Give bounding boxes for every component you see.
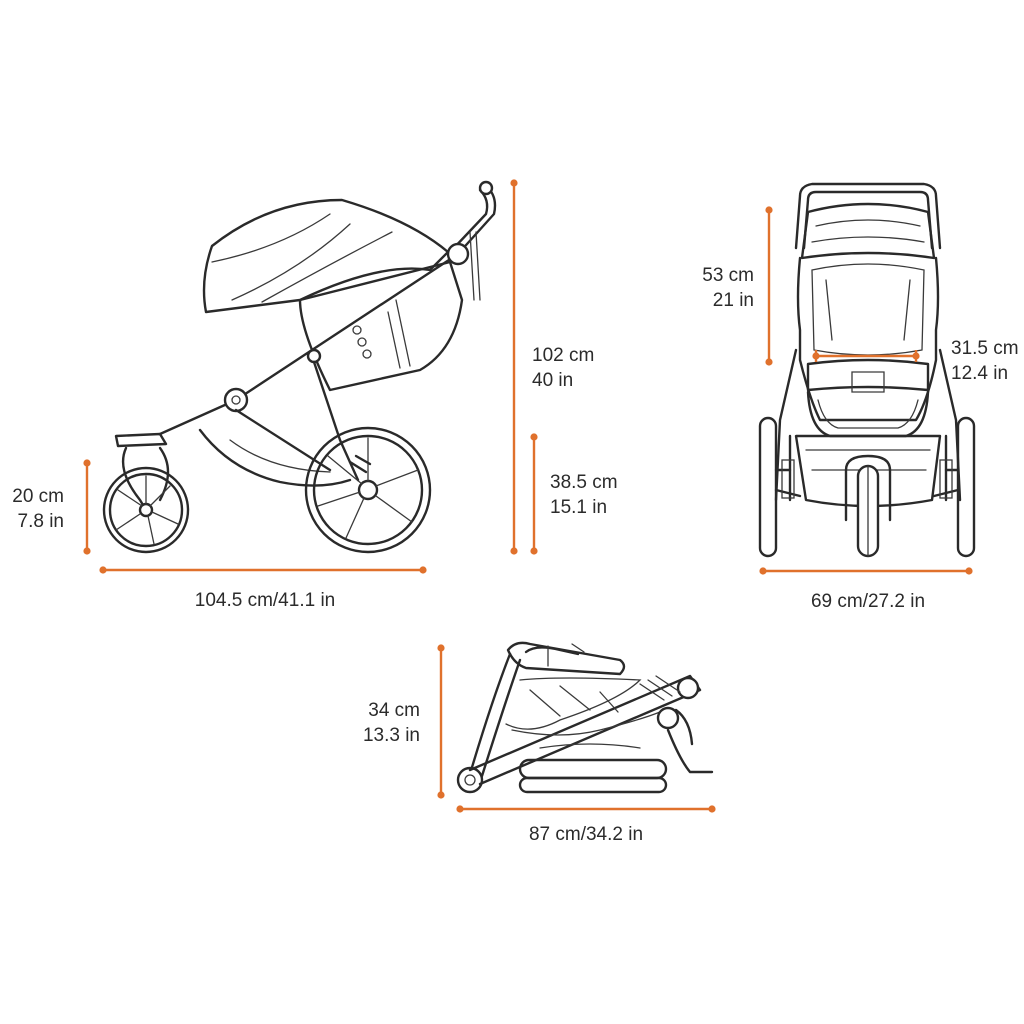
side-seat-depth-in: 15.1 in xyxy=(550,497,608,518)
front-backrest-height-in: 21 in xyxy=(712,290,754,311)
front-backrest-height-cm: 53 cm xyxy=(702,265,754,286)
side-seat-height-label: 20 cm 7.8 in xyxy=(0,484,64,534)
front-backrest-height-label: 53 cm 21 in xyxy=(670,263,754,313)
side-seat-height-cm: 20 cm xyxy=(12,486,64,507)
side-height-in: 40 in xyxy=(532,370,574,391)
folded-height-cm: 34 cm xyxy=(368,700,420,721)
front-seat-width-label: 31.5 cm 12.4 in xyxy=(951,336,1019,386)
side-length-label: 104.5 cm/41.1 in xyxy=(194,590,336,611)
dimension-lines xyxy=(83,179,973,813)
folded-height-in: 13.3 in xyxy=(362,725,420,746)
front-view-stroller xyxy=(758,182,976,558)
side-seat-height-in: 7.8 in xyxy=(17,511,64,532)
front-seat-width-in: 12.4 in xyxy=(951,363,1009,384)
front-seat-width-cm: 31.5 cm xyxy=(951,338,1019,359)
side-view-stroller xyxy=(102,180,497,554)
side-seat-depth-label: 38.5 cm 15.1 in xyxy=(550,470,618,520)
side-height-label: 102 cm 40 in xyxy=(532,343,594,393)
folded-height-label: 34 cm 13.3 in xyxy=(330,698,420,748)
folded-stroller xyxy=(456,641,714,794)
side-height-cm: 102 cm xyxy=(532,345,595,366)
folded-length-label: 87 cm/34.2 in xyxy=(528,824,644,845)
side-seat-depth-cm: 38.5 cm xyxy=(550,472,618,493)
front-width-label: 69 cm/27.2 in xyxy=(810,591,926,612)
